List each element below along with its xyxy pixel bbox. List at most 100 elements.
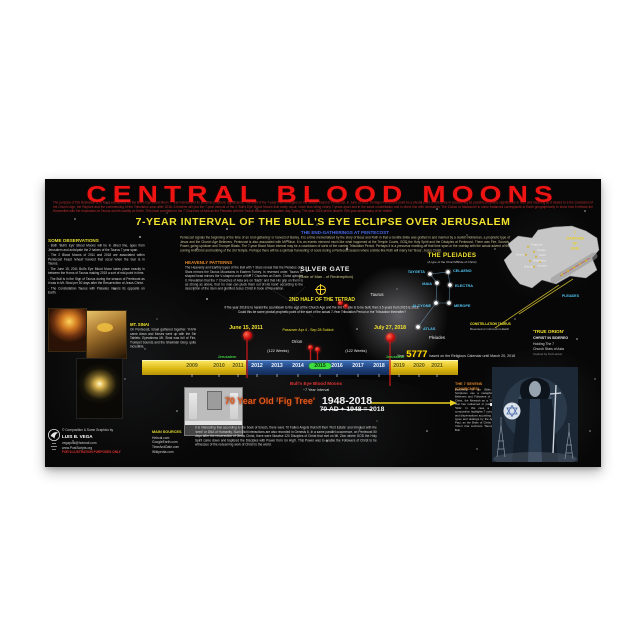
map-heading-line: OF	[573, 242, 577, 246]
star-label-atlas: ATLAS	[423, 327, 436, 331]
tetrad-date-right: July 27, 2018	[373, 325, 406, 331]
pleiades-caption: Pleiades	[428, 335, 446, 340]
orion-label: Orion	[291, 339, 303, 344]
photo-pentecost-crowd	[76, 358, 123, 419]
svg-text:★: ★	[566, 269, 571, 274]
blood-moon-marker-small	[315, 346, 320, 352]
svg-text:★: ★	[578, 262, 583, 267]
fig-tree-range: 1948-2018	[297, 390, 397, 410]
timeline-year-2012: 2012	[251, 363, 263, 369]
taurus-mountains-ridge	[550, 252, 598, 284]
pleiades-mirror-line	[559, 257, 591, 277]
painting-golden-calf	[86, 310, 127, 359]
tetrad-heading: 2ND HALF OF THE TETRAD	[288, 297, 356, 303]
observations-list: - Both 'Bull's Eye' Blood Moons will be …	[48, 244, 145, 295]
jerusalem-right-label: Jerusalem	[385, 355, 405, 359]
tetrad-date-left: June 15, 2011	[229, 325, 263, 331]
star-label-electra: ELECTRA	[455, 284, 473, 288]
silver-gate-heading: SILVER GATE	[300, 266, 350, 273]
silver-gate-icon	[315, 284, 326, 295]
poster-title-text: CENTRAL BLOOD MOONS	[86, 181, 560, 207]
taurus-label: Taurus	[370, 292, 384, 297]
enoch-note: It is interesting that according to the …	[195, 426, 377, 447]
pleiades-heading: THE PLEIADES	[427, 252, 477, 259]
map-pleiades-label: PLEIADES	[562, 294, 580, 298]
painting-sinai	[48, 308, 87, 352]
year-5777-prefix: Year	[397, 354, 405, 358]
timeline-band-post	[388, 360, 458, 375]
timeline-year-2013: 2013	[271, 363, 283, 369]
city-label: Ephesus	[524, 266, 534, 269]
pentecost-heading: THE END-GATHERINGS AT PENTECOST	[300, 230, 390, 235]
interval-label: ~7 Year Interval	[302, 387, 330, 392]
robe-highlight	[528, 399, 542, 462]
floor-fog	[493, 452, 577, 462]
pleiades-constellation: TAYGETA CELAENO MAIA ELECTRA ALCYONE MER…	[408, 268, 473, 331]
credits-author: LUIS B. VEGA	[62, 434, 93, 439]
star-label-taygeta: TAYGETA	[408, 270, 425, 274]
timeline-year-2010: 2010	[213, 363, 225, 369]
blood-moons-label: Bull's Eye Blood Moons	[289, 381, 343, 386]
credits-line1: © Composition & Some Graphics by	[62, 428, 114, 432]
city-label: Sardis	[539, 254, 547, 257]
timeline-year-2015-highlight: 2015	[309, 363, 331, 369]
mt-sinai-heading: MT. SINAI	[130, 322, 150, 327]
credits-website: www.PostScripts.org	[62, 445, 93, 450]
taurus-ridge-stars: ★★★★★	[560, 258, 589, 277]
source-item: Hebcal.com	[152, 435, 170, 440]
seven-churches-map: ★★★★★ ★★★★ ★★★ Pergamum Thyatira Smyrna …	[503, 225, 600, 298]
mt-sinai-body: On Pentecost, Israel gathered together. …	[130, 328, 197, 349]
timeline-year-2011: 2011	[232, 363, 244, 369]
orb	[503, 402, 521, 420]
observation-item: - The Bull is in the Sign of Taurus duri…	[48, 277, 145, 285]
tetrad-date-middle: Passover Apr 4 - Sep 28 Sukkot	[282, 328, 334, 332]
city-label: Thyatira	[537, 249, 546, 252]
tetrad-body: If the year 2018 is to herald the countd…	[224, 306, 420, 314]
observation-item: - The Constellation Taurus with Pleiades…	[48, 287, 145, 295]
true-orion-credit: Inspired by Ted Larson	[533, 351, 563, 356]
source-item: TimeAndDate.com	[152, 445, 180, 450]
city-label: Smyrna	[516, 254, 525, 257]
hexagram-icon	[506, 404, 518, 418]
face	[529, 381, 541, 397]
svg-text:★: ★	[538, 259, 542, 264]
city-label: Laodicea	[537, 265, 547, 268]
true-orion-heading: 'TRUE ORION'	[533, 329, 565, 334]
fig-tree-range-text: 1948-2018	[321, 395, 373, 410]
svg-text:★: ★	[524, 252, 528, 257]
sources-list: Hebcal.com GoogleEarth.com TimeAndDate.c…	[152, 436, 179, 455]
eiffel-candlestick	[496, 417, 574, 460]
city-label: Pergamum	[531, 244, 543, 247]
heavenly-body: The Heavenly and Earthly types of the Bu…	[185, 266, 303, 291]
svg-text:★: ★	[528, 258, 532, 263]
observation-item: - Both 'Bull's Eye' Blood Moons will be …	[48, 244, 145, 252]
timeline-year-2016: 2016	[331, 363, 343, 369]
svg-text:★: ★	[526, 244, 530, 249]
blood-moon-marker-small	[343, 303, 348, 308]
calf-figure	[97, 323, 113, 332]
seven-sevens-heading: THE 7 SEVENS (CHURCHES)	[455, 382, 483, 391]
observation-item: - The 2 Blood Moons of 2011 and 2018 are…	[48, 254, 145, 266]
constellation-note2: Reversed or mirrored on Earth	[470, 327, 510, 331]
timeline-year-2014: 2014	[292, 363, 304, 369]
svg-text:★: ★	[560, 272, 565, 277]
source-item: GoogleEarth.com	[152, 440, 178, 445]
constellation-note1: CONSTELLATION TAURUS	[470, 322, 511, 326]
source-item: Wikipedia.com	[152, 449, 174, 454]
timeline-band-pre	[142, 360, 246, 375]
table-edge	[185, 421, 242, 425]
star-label-maia: MAIA	[422, 282, 432, 286]
true-orion-line1: CHRIST IN SIDEREO	[533, 336, 569, 340]
timeline-year-2009: 2009	[186, 363, 198, 369]
timeline-year-2021: 2021	[431, 363, 443, 369]
seated-figures	[185, 425, 242, 435]
seven-sevens-body: According to the Bible, the Scriptures u…	[455, 388, 499, 432]
weeks-left-label: (122 Weeks)	[267, 349, 289, 353]
constellation-lines	[417, 271, 451, 328]
observations-heading: SOME OBSERVATIONS	[48, 238, 99, 243]
pentecost-body: Pentecost signals the beginning of the t…	[180, 236, 510, 253]
timeline-year-2018: 2018	[373, 363, 385, 369]
flag-banner	[230, 393, 238, 419]
infographic-poster: CENTRAL BLOOD MOONS The purpose of this …	[45, 179, 601, 467]
svg-text:★: ★	[532, 264, 536, 269]
